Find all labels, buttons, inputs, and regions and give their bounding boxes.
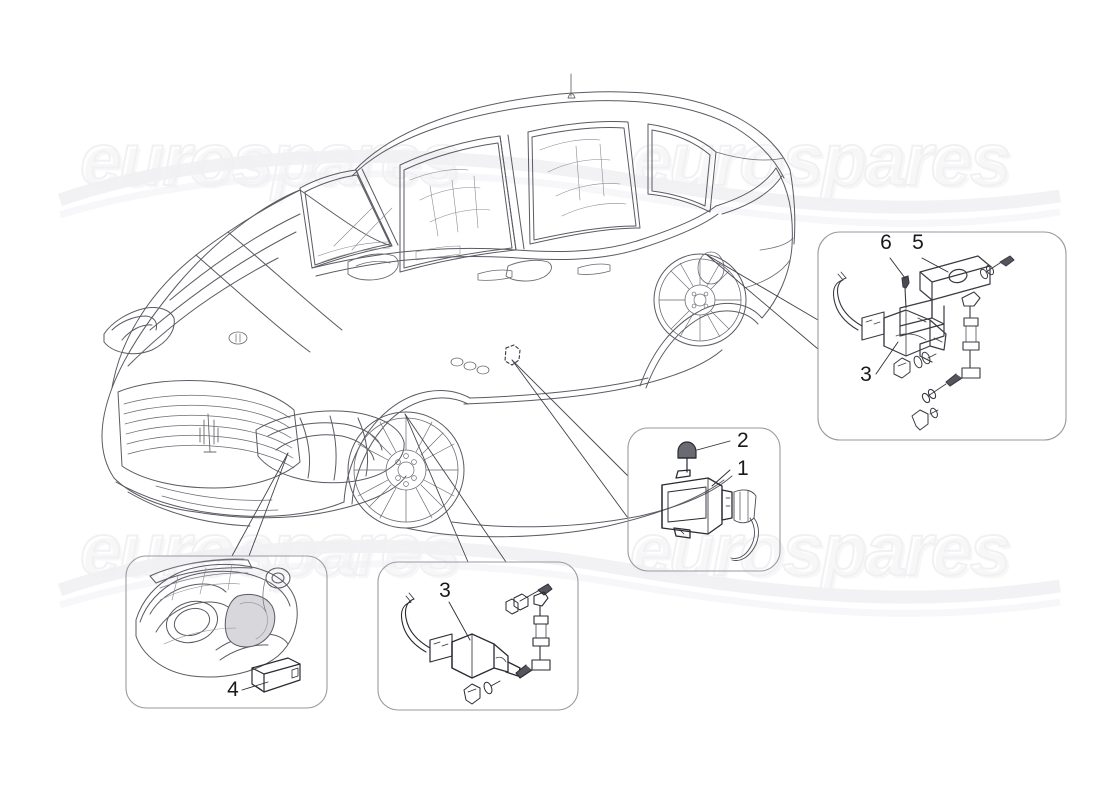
watermark-text: eurospares (630, 118, 1009, 201)
sensor-location-marker (504, 344, 521, 366)
watermark-text-shadow: eurospares (633, 511, 1012, 594)
callout-headlight: 4 (125, 555, 328, 709)
watermark-text: eurospares (630, 508, 1009, 591)
watermark-text-shadow: eurospares (633, 121, 1012, 204)
part-label-1: 1 (737, 457, 749, 480)
part-label-3-front: 3 (860, 363, 872, 386)
watermark-swoosh-top (57, 149, 1061, 227)
watermark-text-shadow: eurospares (83, 511, 462, 594)
part-label-6: 6 (880, 231, 892, 254)
part-label-5: 5 (912, 231, 924, 254)
watermark-text: eurospares (80, 118, 459, 201)
part-label-4: 4 (227, 678, 239, 701)
part-label-2: 2 (737, 429, 749, 452)
part-label-3-rear: 3 (439, 579, 451, 602)
watermark-text-group: eurospares eurospares eurospares eurospares… (79, 117, 1014, 594)
callout-front-level-sensor: 6 5 3 (817, 231, 1067, 441)
leader-lines-group (231, 254, 819, 563)
callout-rear-level-sensor: 3 (377, 561, 579, 711)
callout-control-module: 2 1 (627, 427, 781, 572)
car-illustration (101, 73, 796, 538)
